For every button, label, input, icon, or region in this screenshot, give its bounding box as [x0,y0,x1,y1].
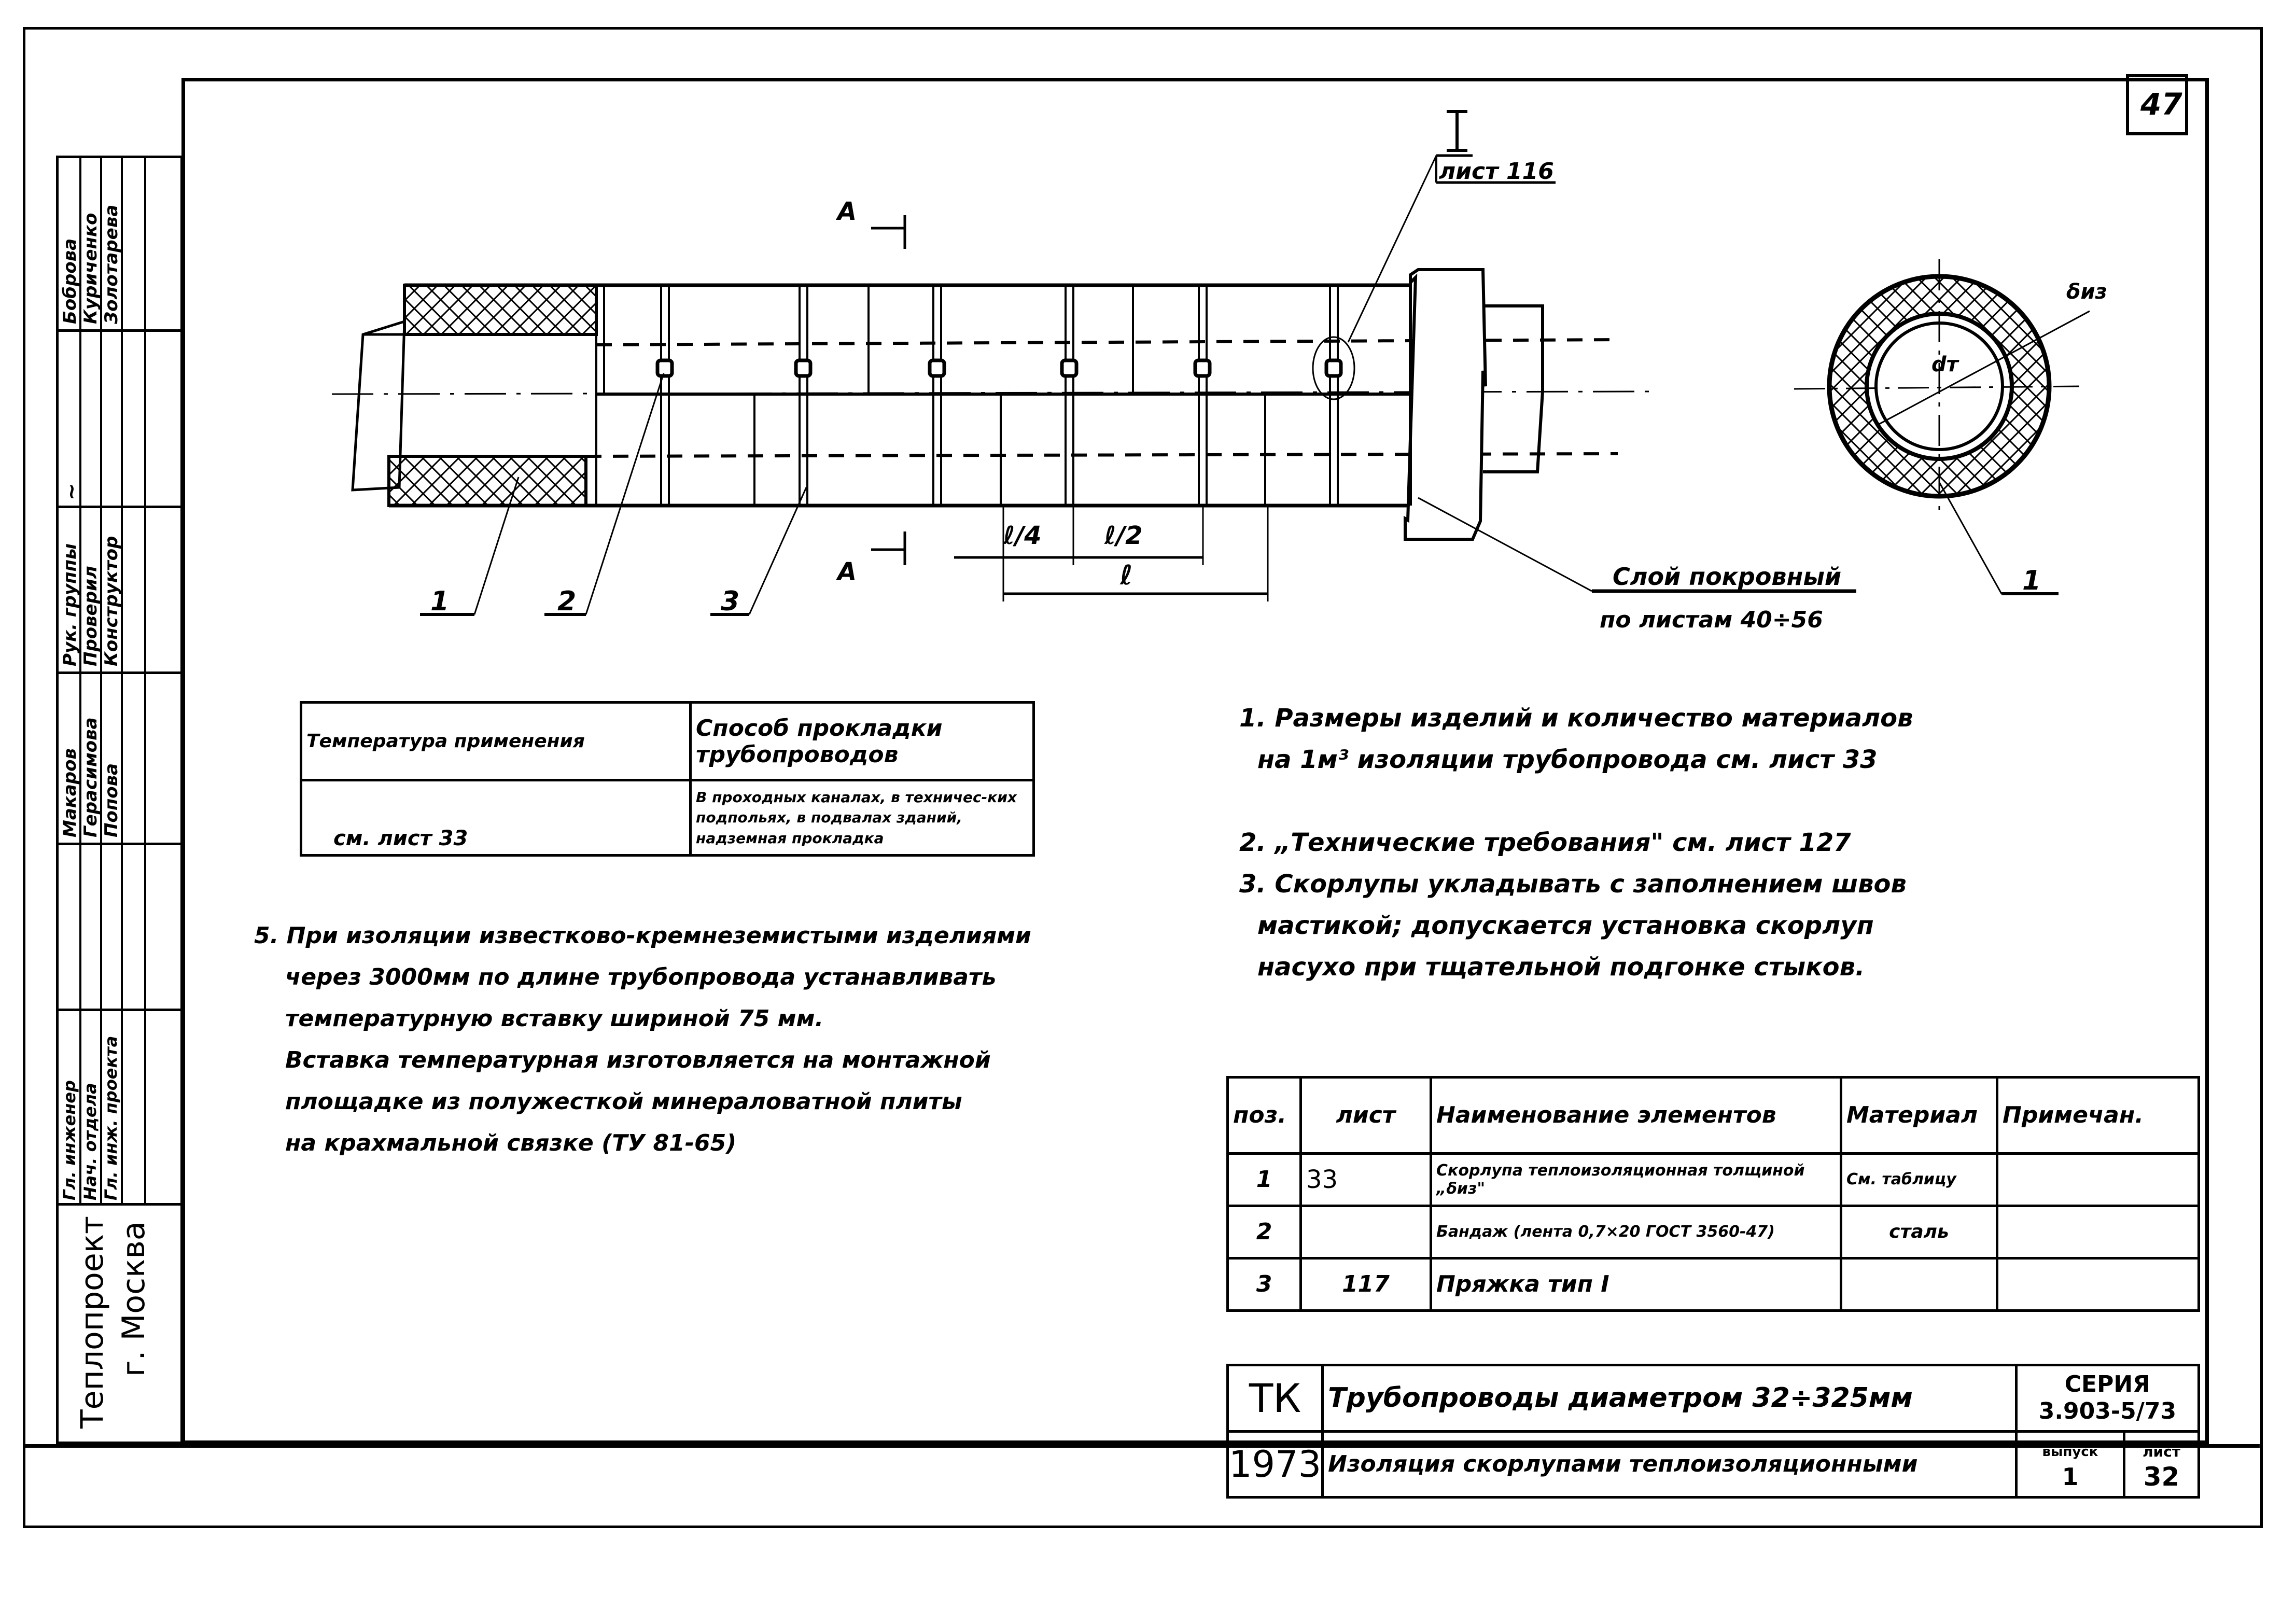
series-cell: СЕРИЯ 3.903-5/73 [2014,1364,2201,1433]
series-value: 3.903-5/73 [2038,1398,2177,1425]
spec-header: Примечан. [1996,1076,2200,1155]
spec-cell [1996,1204,2200,1260]
note-2: 2. „Технические требования" см. лист 127 [1239,828,1851,857]
note-3-cont: мастикой; допускается установка скорлуп [1257,911,1874,940]
issue-value: 1 [2062,1462,2079,1491]
temp-cell-temperature: см. лист 33 [300,779,692,857]
section-label-top: A [837,197,857,226]
note-5-cont: Вставка температурная изготовляется на м… [285,1047,991,1073]
callout-3: 3 [721,586,740,617]
spec-cell: См. таблицу [1840,1152,1998,1207]
spec-cell: сталь [1840,1204,1998,1260]
stamp-divider [144,158,146,1203]
spec-cell [1996,1152,2200,1207]
title-code: ТК [1226,1364,1324,1433]
diameter-label: dт [1931,353,1958,376]
corner-sheet-number: 47 [2140,87,2182,122]
note-5-cont: температурную вставку шириной 75 мм. [285,1005,824,1032]
note-5-cont: через 3000мм по длине трубопровода устан… [285,964,997,990]
note-5: 5. При изоляции известково-кремнеземисты… [254,922,1031,949]
spec-header: поз. [1226,1076,1302,1155]
sheet-cell: лист 32 [2123,1430,2200,1499]
spec-cell: 33 [1299,1152,1432,1207]
title-year: 1973 [1226,1430,1324,1499]
dimension-full: ℓ [1120,560,1133,591]
sheet-value: 32 [2143,1461,2180,1492]
spec-cell: Бандаж (лента 0,7×20 ГОСТ 3560-47) [1430,1204,1842,1260]
spec-cell: Скорлупа теплоизоляционная толщиной „δиз… [1430,1152,1842,1207]
specification-table: поз. лист Наименование элементов Материа… [1226,1076,2200,1312]
section-callout-1: 1 [2022,565,2041,596]
approval-stamp: Боброва Куриченко Золотарева ~ Рук. груп… [56,156,183,1206]
stamp-divider [59,1009,180,1011]
note-3-cont: насухо при тщательной подгонке стыков. [1257,953,1865,982]
temp-header-temperature: Температура применения [300,701,692,781]
bottom-border-line [25,1444,2260,1448]
note-3: 3. Скорлупы укладывать с заполнением шво… [1239,870,1907,899]
cross-section-view [1794,259,2090,595]
title-line-1: Трубопроводы диаметром 32÷325мм [1321,1364,2018,1433]
issue-cell: выпуск 1 [2014,1430,2126,1499]
spec-header: Наименование элементов [1430,1076,1842,1155]
notes-block-right: 1. Размеры изделий и количество материал… [1239,697,1913,988]
spec-cell: 117 [1299,1256,1432,1312]
notes-block-left: 5. При изоляции известково-кремнеземисты… [254,915,1031,1164]
sheet-outer-border [23,27,2263,1528]
sheet-label: лист [2143,1443,2181,1460]
buckles [655,358,1343,378]
series-label: СЕРИЯ [2064,1371,2151,1398]
callout-1: 1 [430,586,450,617]
spec-header: лист [1299,1076,1432,1155]
stamp-divider [59,843,180,845]
spec-cell: 2 [1226,1204,1302,1260]
temp-cell-method: В проходных каналах, в техничес-ких подп… [689,779,1035,857]
section-label-bottom: A [837,557,857,586]
cover-layer-label: Слой покровный [1613,563,1842,591]
bandage-straps [660,285,1339,506]
stamp-divider [59,671,180,674]
detail-reference: лист 116 [1439,158,1554,185]
stamp-divider [59,506,180,508]
spec-cell: 1 [1226,1152,1302,1207]
callout-2: 2 [557,586,577,617]
spec-cell: Пряжка тип I [1430,1256,1842,1312]
issue-label: выпуск [2042,1444,2098,1460]
spec-header: Материал [1840,1076,1998,1155]
section-marker-bottom [871,531,906,565]
section-marker-top [871,215,906,249]
organization-block: Теплопроект г. Москва [56,1206,183,1444]
stamp-divider [59,329,180,332]
spec-cell [1299,1204,1432,1260]
stamp-divider [79,158,81,1203]
note-1: 1. Размеры изделий и количество материал… [1239,704,1913,733]
corner-sheet-number-box: 47 [2126,74,2188,135]
title-line-2: Изоляция скорлупами теплоизоляционными [1321,1430,2018,1499]
spec-cell [1840,1256,1998,1312]
cover-layer-reference: по листам 40÷56 [1600,607,1823,633]
spec-cell [1996,1256,2200,1312]
spec-cell: 3 [1226,1256,1302,1312]
dimension-half: ℓ/2 [1104,521,1143,550]
note-5-cont: на крахмальной связке (ТУ 81-65) [285,1130,737,1156]
temp-header-method: Способ прокладки трубопроводов [689,701,1035,781]
stamp-divider [100,158,102,1203]
dimension-quarter: ℓ/4 [1003,521,1042,550]
thickness-label: δиз [2066,280,2107,304]
stamp-divider [121,158,123,1203]
note-5-cont: площадке из полужесткой минераловатной п… [285,1088,962,1115]
drawing-frame [181,78,2209,1444]
title-block: ТК Трубопроводы диаметром 32÷325мм СЕРИЯ… [1226,1364,2201,1499]
note-1-cont: на 1м³ изоляции трубопровода см. лист 33 [1257,745,1878,774]
temperature-table: Температура применения Способ прокладки … [300,701,1035,857]
